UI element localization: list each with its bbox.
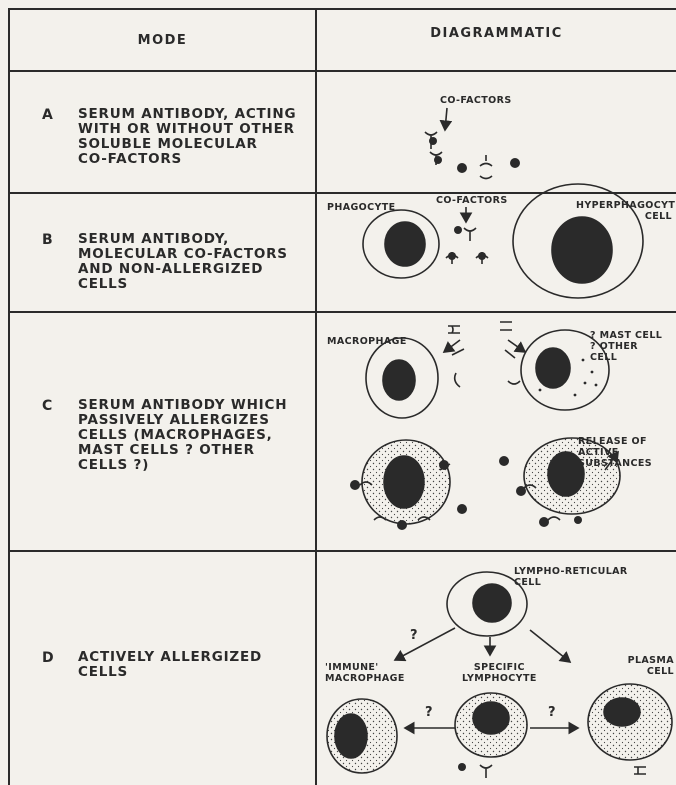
row-a-cofactor-arrow	[445, 108, 447, 130]
label-b-phagocyte: PHAGOCYTE	[327, 202, 396, 213]
label-a-cofactors: CO-FACTORS	[440, 95, 512, 106]
row-c-macrophage	[366, 338, 438, 418]
row-c-free-antibodies	[448, 322, 520, 387]
label-d-plasma-cell: PLASMA CELL	[626, 655, 674, 677]
plasma-cell	[588, 684, 672, 774]
row-c-arrows	[444, 340, 525, 352]
specific-lymphocyte	[455, 693, 527, 778]
immune-macrophage	[327, 699, 397, 773]
row-a-cofactor-dots	[429, 137, 520, 173]
label-d-specific-lymphocyte: SPECIFIC LYMPHOCYTE	[462, 662, 537, 684]
label-d-lympho-reticular: LYMPHO-RETICULAR CELL	[514, 566, 628, 588]
phagocyte-cell	[363, 210, 439, 278]
row-c-allergized-macrophage	[360, 440, 450, 524]
label-c-release: RELEASE OF ACTIVE SUBSTANCES	[578, 436, 652, 469]
label-b-cofactors: CO-FACTORS	[436, 195, 508, 206]
label-b-hyperphagocytic: HYPERPHAGOCYTIC CELL	[576, 200, 672, 222]
label-d-question-3: ?	[548, 707, 556, 718]
label-d-question-2: ?	[425, 707, 433, 718]
label-d-immune-macrophage: 'IMMUNE' MACROPHAGE	[325, 662, 405, 684]
label-d-question-1: ?	[410, 630, 418, 641]
label-c-mast-cell: ? MAST CELL ? OTHER CELL	[590, 330, 662, 363]
label-c-macrophage: MACROPHAGE	[327, 336, 407, 347]
